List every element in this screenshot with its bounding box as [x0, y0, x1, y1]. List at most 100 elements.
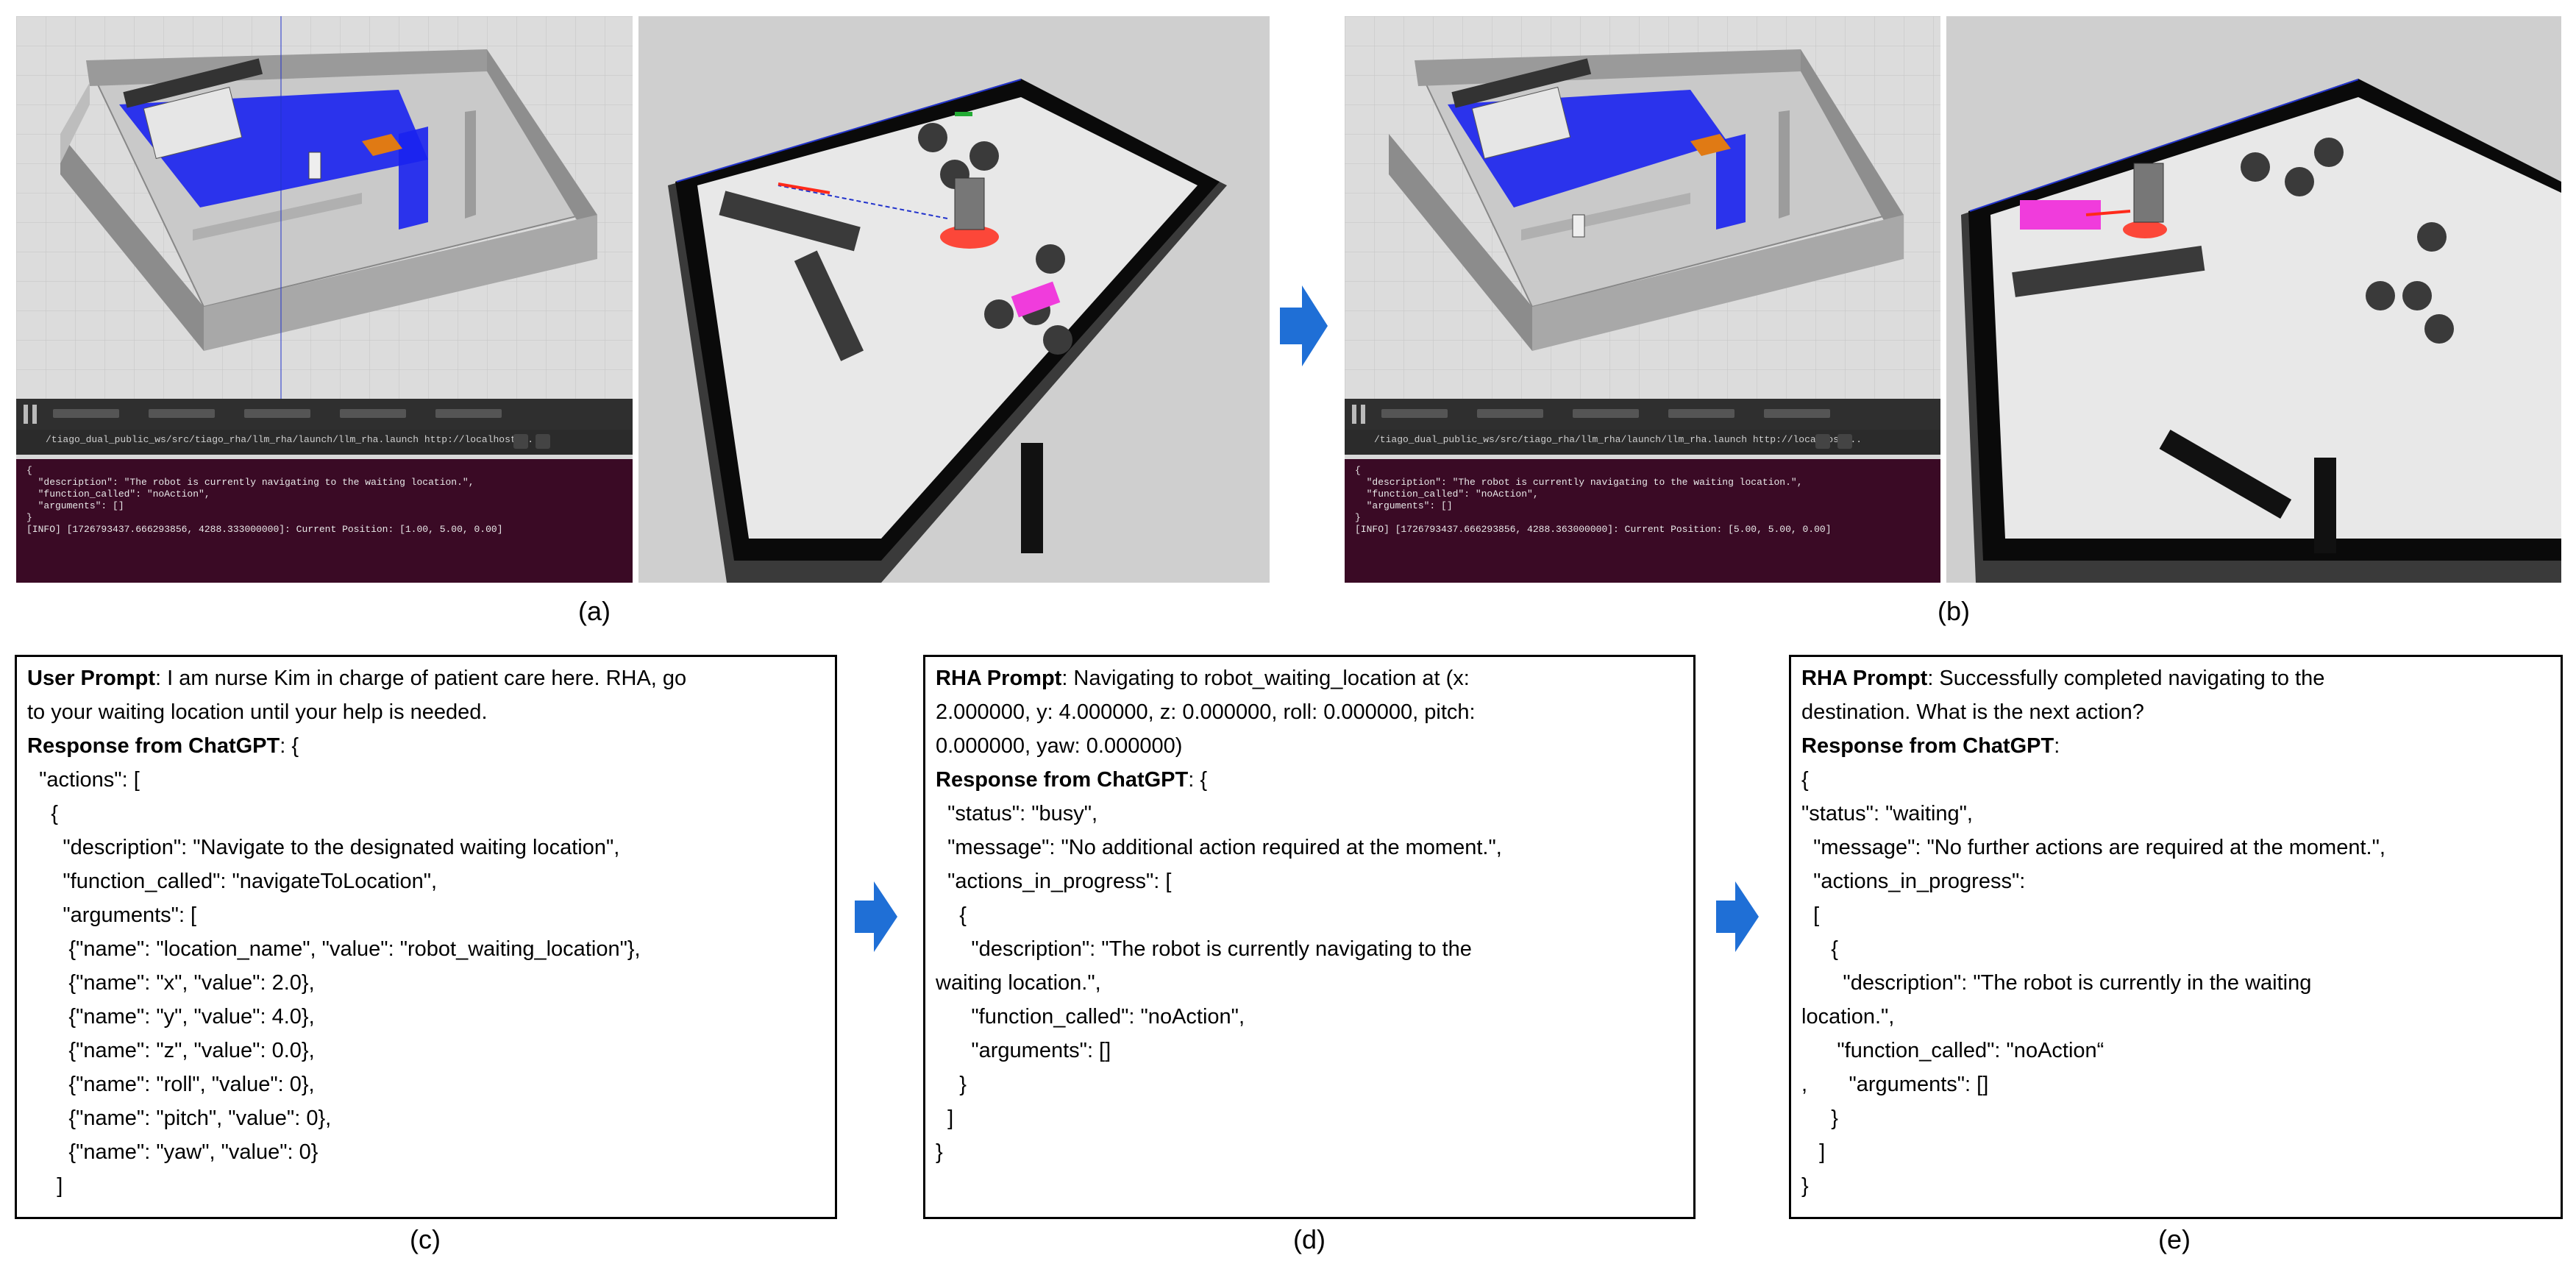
- menu-icon[interactable]: [1837, 434, 1852, 449]
- text-line: {"name": "roll", "value": 0},: [27, 1073, 315, 1096]
- text-line: User Prompt: I am nurse Kim in charge of…: [27, 667, 687, 690]
- terminal-title-bar: /tiago_dual_public_ws/src/tiago_rha/llm_…: [1345, 430, 1940, 455]
- arrow-right-icon: [855, 881, 897, 952]
- label-b: (b): [1938, 596, 1970, 626]
- text-line: }: [1801, 1107, 1838, 1130]
- text-line: {: [936, 903, 967, 927]
- table-model: [1690, 134, 1731, 156]
- text-line: "message": "No additional action require…: [936, 836, 1502, 859]
- text-line: "actions_in_progress": [: [936, 870, 1172, 893]
- text-line: "function_called": "navigateToLocation",: [27, 870, 438, 893]
- text-line: {"name": "pitch", "value": 0},: [27, 1107, 332, 1130]
- terminal-path: /tiago_dual_public_ws/src/tiago_rha/llm_…: [46, 434, 534, 445]
- text-line: "status": "busy",: [936, 802, 1098, 825]
- goal-marker: [955, 112, 972, 116]
- text-line: [: [1801, 903, 1820, 927]
- terminal-line: "description": "The robot is currently n…: [1355, 477, 1803, 488]
- label-e: (e): [2158, 1224, 2191, 1254]
- text-line: {: [27, 802, 58, 825]
- terminal-output-b: { "description": "The robot is currently…: [1345, 459, 1940, 583]
- rha-prompt-box-d: RHA Prompt: Navigating to robot_waiting_…: [923, 655, 1696, 1219]
- pause-icon[interactable]: [24, 405, 37, 424]
- terminal-line: "arguments": []: [1355, 500, 1453, 511]
- text-line: "arguments": []: [936, 1039, 1111, 1062]
- gazebo-view-a: /tiago_dual_public_ws/src/tiago_rha/llm_…: [16, 16, 633, 583]
- text-line: 0.000000, yaw: 0.000000): [936, 734, 1183, 758]
- terminal-line: {: [1355, 465, 1361, 476]
- gazebo-time-bar: [16, 399, 633, 430]
- text-line: }: [936, 1073, 967, 1096]
- arrow-right-icon: [1280, 285, 1328, 366]
- text-line: Response from ChatGPT: {: [27, 734, 299, 758]
- gazebo-time-bar: [1345, 399, 1940, 430]
- table-model: [362, 134, 402, 156]
- text-line: destination. What is the next action?: [1801, 700, 2144, 724]
- gazebo-scene-a: [16, 16, 633, 428]
- text-line: 2.000000, y: 4.000000, z: 0.000000, roll…: [936, 700, 1476, 724]
- label-a: (a): [578, 596, 611, 626]
- text-line: "arguments": [: [27, 903, 197, 927]
- terminal-line: "description": "The robot is currently n…: [26, 477, 474, 488]
- terminal-title-bar: /tiago_dual_public_ws/src/tiago_rha/llm_…: [16, 430, 633, 455]
- rha-prompt-box-e: RHA Prompt: Successfully completed navig…: [1789, 655, 2563, 1219]
- text-line: "description": "Navigate to the designat…: [27, 836, 620, 859]
- user-prompt-box: User Prompt: I am nurse Kim in charge of…: [15, 655, 837, 1219]
- text-line: ]: [1801, 1140, 1826, 1164]
- search-icon[interactable]: [513, 434, 528, 449]
- terminal-path: /tiago_dual_public_ws/src/tiago_rha/llm_…: [1374, 434, 1862, 445]
- text-line: ]: [936, 1107, 954, 1130]
- text-line: {"name": "location_name", "value": "robo…: [27, 937, 641, 961]
- text-line: "function_called": "noAction“: [1801, 1039, 2104, 1062]
- text-line: "description": "The robot is currently n…: [936, 937, 1472, 961]
- text-line: location.",: [1801, 1005, 1895, 1029]
- label-d: (d): [1293, 1224, 1326, 1254]
- text-line: ]: [27, 1174, 63, 1198]
- terminal-output-a: { "description": "The robot is currently…: [16, 459, 633, 583]
- text-line: "description": "The robot is currently i…: [1801, 971, 2312, 995]
- text-line: Response from ChatGPT: {: [936, 768, 1208, 792]
- terminal-line: [INFO] [1726793437.666293856, 4288.36300…: [1355, 524, 1832, 535]
- text-line: {"name": "y", "value": 4.0},: [27, 1005, 315, 1029]
- terminal-line: }: [1355, 512, 1361, 523]
- text-line: RHA Prompt: Navigating to robot_waiting_…: [936, 667, 1470, 690]
- text-line: Response from ChatGPT:: [1801, 734, 2060, 758]
- terminal-line: "function_called": "noAction",: [26, 489, 210, 500]
- terminal-line: }: [26, 512, 32, 523]
- text-line: "actions_in_progress":: [1801, 870, 2026, 893]
- terminal-line: {: [26, 465, 32, 476]
- bed-model: [143, 86, 243, 160]
- robot-model: [1572, 214, 1585, 238]
- robot-model: [308, 152, 321, 180]
- terminal-line: "function_called": "noAction",: [1355, 489, 1539, 500]
- robot-model: [954, 177, 985, 230]
- rviz-view-a: [638, 16, 1270, 583]
- text-line: "message": "No further actions are requi…: [1801, 836, 2385, 859]
- laser-scan-points: [2123, 221, 2167, 238]
- text-line: {: [1801, 937, 1838, 961]
- menu-icon[interactable]: [536, 434, 550, 449]
- gazebo-view-b: /tiago_dual_public_ws/src/tiago_rha/llm_…: [1345, 16, 1940, 583]
- text-line: to your waiting location until your help…: [27, 700, 488, 724]
- label-c: (c): [410, 1224, 441, 1254]
- bed-model: [1471, 86, 1571, 160]
- arrow-right-icon: [1716, 881, 1759, 952]
- terminal-line: "arguments": []: [26, 500, 124, 511]
- text-line: , "arguments": []: [1801, 1073, 1989, 1096]
- laser-scan-points: [940, 225, 999, 249]
- text-line: {"name": "yaw", "value": 0}: [27, 1140, 319, 1164]
- costmap-highlight: [1011, 281, 1061, 318]
- search-icon[interactable]: [1815, 434, 1830, 449]
- rviz-map-a: [638, 16, 1270, 583]
- text-line: "status": "waiting",: [1801, 802, 1973, 825]
- pause-icon[interactable]: [1352, 405, 1365, 424]
- text-line: {: [1801, 768, 1809, 792]
- text-line: }: [1801, 1174, 1809, 1198]
- terminal-line: [INFO] [1726793437.666293856, 4288.33300…: [26, 524, 503, 535]
- text-line: {"name": "x", "value": 2.0},: [27, 971, 315, 995]
- rviz-map-b: [1946, 16, 2561, 583]
- text-line: "function_called": "noAction",: [936, 1005, 1245, 1029]
- robot-model: [2133, 163, 2164, 223]
- text-line: waiting location.",: [936, 971, 1101, 995]
- rviz-view-b: [1946, 16, 2561, 583]
- gazebo-scene-b: [1345, 16, 1940, 428]
